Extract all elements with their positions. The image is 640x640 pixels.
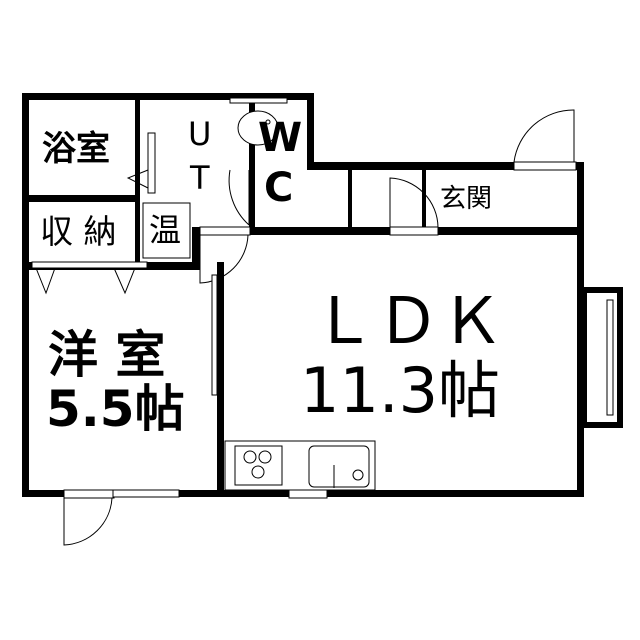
room-size-western-room: 5.5帖 [46,380,185,438]
room-label-storage: 収 納 [40,212,117,251]
doors-windows [31,97,623,546]
room-label-entrance: 玄関 [440,184,493,214]
room-size-ldk: 11.3帖 [300,354,501,427]
room-label-wc-w: W [258,115,303,161]
room-label-utility-t: T [190,159,210,197]
room-label-utility-u: U [188,115,212,153]
room-label-bath: 浴室 [42,129,110,169]
room-label-western-room: 洋 室 [48,326,166,384]
room-label-water-heater: 温 [149,211,182,249]
room-label-ldk: ＬＤＫ [312,285,504,359]
room-label-wc-c: C [264,165,294,211]
